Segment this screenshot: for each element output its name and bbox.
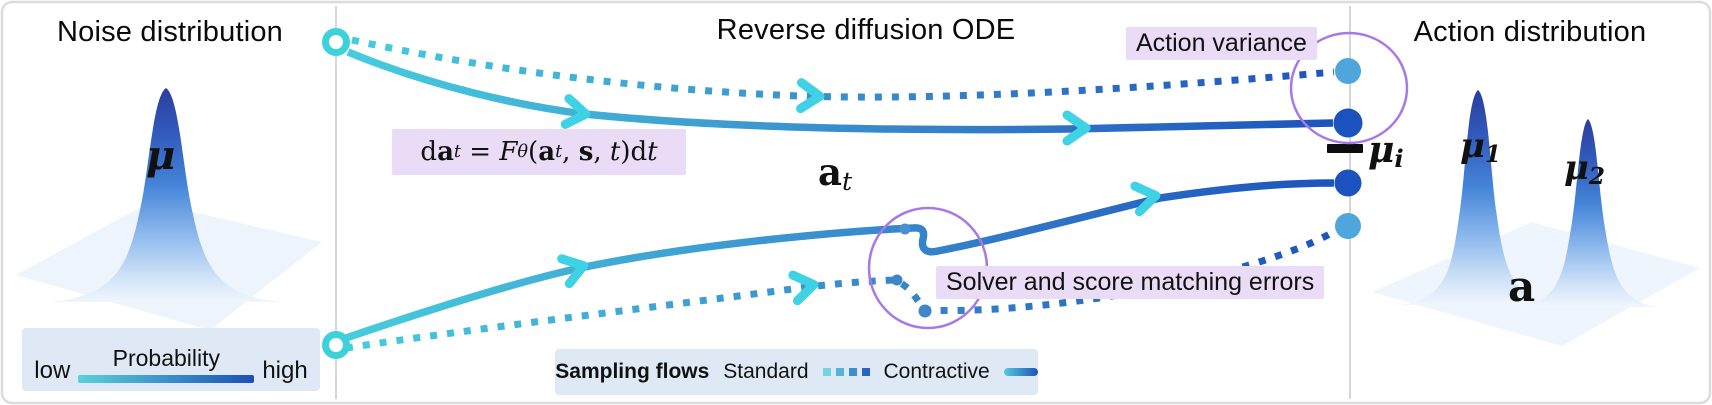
sampling-flows-legend: Sampling flows Standard Contractive [555, 349, 1038, 395]
arrow-chevron [560, 94, 591, 129]
score-error-dot-2 [918, 304, 932, 318]
action-gaussian-1 [1398, 90, 1560, 305]
contractive-flow-upper [346, 48, 1334, 134]
colorbar-gradient [78, 375, 255, 383]
contractive-line-swatch [1003, 368, 1038, 376]
colorbar-low-label: low [34, 357, 71, 384]
mu-i-tick [1327, 144, 1363, 153]
action-variance-label: Action variance [1126, 27, 1317, 60]
mu-2-label: μ2 [1564, 148, 1605, 190]
action-ground-plane [1372, 222, 1700, 346]
legend-contractive-label: Contractive [883, 360, 990, 383]
legend-standard-label: Standard [723, 360, 809, 383]
arrow-chevron [1130, 181, 1161, 217]
mu-i-label: μi [1368, 129, 1404, 174]
action-label: a [1508, 262, 1536, 311]
arrow-chevron [788, 270, 819, 306]
endpoint-dot-contractive-lower [1334, 169, 1362, 197]
start-ring-lower [322, 331, 350, 359]
solver-error-dot [899, 223, 911, 235]
endpoint-dot-contractive-upper [1333, 108, 1363, 138]
mu-1-label: μ1 [1460, 126, 1501, 168]
legend-title: Sampling flows [555, 360, 710, 383]
arrow-chevron [557, 254, 589, 289]
arrow-chevron [1062, 110, 1091, 146]
standard-line-swatch [822, 368, 870, 376]
a-t-label: at [818, 150, 853, 197]
action-panel-title: Action distribution [1413, 16, 1647, 48]
start-ring-upper [322, 28, 350, 56]
endpoint-dot-standard-upper [1335, 58, 1361, 84]
colorbar-high-label: high [262, 357, 308, 384]
endpoint-dot-standard-lower [1335, 213, 1361, 239]
mu-label: μ [146, 132, 176, 179]
action-variance-circle [1289, 31, 1409, 145]
probability-colorbar: low Probability high [22, 328, 320, 391]
score-error-dot-1 [891, 274, 903, 286]
noise-panel-title: Noise distribution [56, 16, 284, 48]
action-gaussian-2 [1516, 119, 1660, 307]
contractive-flow-lower [344, 179, 1335, 342]
colorbar-title: Probability [112, 345, 220, 371]
arrow-chevron [796, 78, 825, 114]
solver-errors-label: Solver and score matching errors [936, 266, 1325, 299]
noise-gaussian [46, 88, 286, 302]
ode-panel-title: Reverse diffusion ODE [716, 14, 1016, 46]
